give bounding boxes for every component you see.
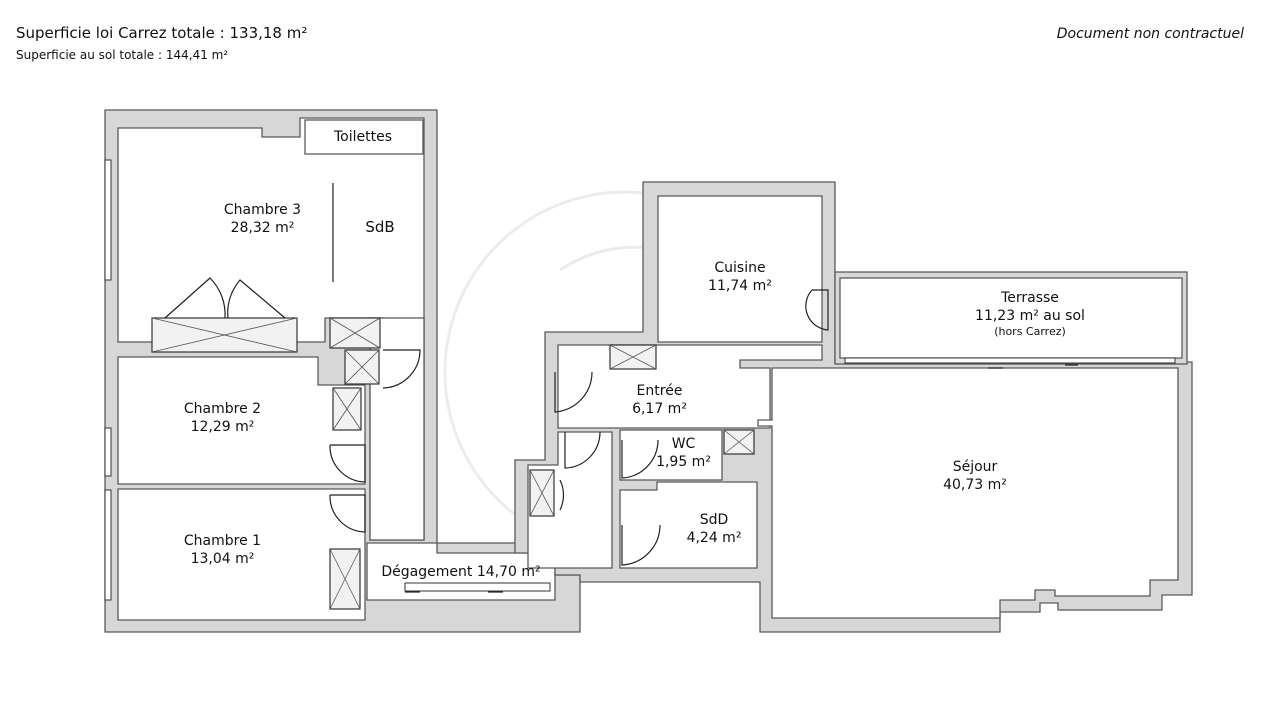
cuisine-name: Cuisine (714, 260, 766, 276)
sejour-name: Séjour (952, 459, 998, 475)
label-sdd: SdD 4,24 m² (674, 511, 754, 547)
room-toilettes (304, 119, 424, 155)
room-cuisine (657, 195, 823, 343)
label-wc: WC 1,95 m² (646, 435, 721, 471)
chambre1-name: Chambre 1 (183, 533, 262, 549)
sdd-area: 4,24 m² (686, 530, 742, 547)
terrasse-area (834, 271, 1188, 365)
disclaimer-note: Document non contractuel (1056, 26, 1244, 42)
label-cuisine: Cuisine 11,74 m² (690, 259, 790, 295)
doors (164, 183, 1078, 593)
floor-total-area: Superficie au sol totale : 144,41 m² (16, 48, 229, 62)
chambre3-name: Chambre 3 (223, 202, 302, 218)
label-terrasse: Terrasse 11,23 m² au sol (hors Carrez) (945, 289, 1115, 340)
chambre3-area: 28,32 m² (230, 220, 295, 237)
label-entree: Entrée 6,17 m² (612, 382, 707, 418)
wc-area: 1,95 m² (656, 454, 711, 471)
label-chambre3: Chambre 3 28,32 m² (195, 201, 330, 237)
room-chambre1 (117, 488, 366, 621)
left-wing (104, 109, 581, 633)
room-chambre2 (117, 356, 366, 485)
entree-name: Entrée (636, 383, 683, 399)
label-sdb: SdB (350, 218, 410, 238)
terrasse-note: (hors Carrez) (994, 325, 1066, 339)
room-sejour (757, 367, 1179, 619)
right-wing (514, 181, 1193, 633)
sejour-area: 40,73 m² (943, 477, 1007, 494)
label-sejour: Séjour 40,73 m² (925, 458, 1025, 494)
degagement-name: Dégagement 14,70 m² (381, 564, 541, 580)
sdb-name: SdB (365, 218, 395, 236)
wc-name: WC (671, 436, 696, 452)
terrasse-area: 11,23 m² au sol (975, 308, 1085, 325)
entree-area: 6,17 m² (632, 401, 687, 418)
toilettes-name: Toilettes (333, 129, 393, 145)
label-chambre1: Chambre 1 13,04 m² (160, 532, 285, 568)
sdd-name: SdD (699, 512, 729, 528)
cuisine-area: 11,74 m² (708, 278, 772, 295)
closets (151, 317, 755, 610)
label-degagement: Dégagement 14,70 m² (366, 563, 556, 581)
label-toilettes: Toilettes (318, 128, 408, 146)
windows (104, 159, 1176, 601)
carrez-total-area: Superficie loi Carrez totale : 133,18 m² (16, 24, 308, 42)
room-wc (619, 429, 723, 481)
chambre2-name: Chambre 2 (183, 401, 262, 417)
terrasse-name: Terrasse (1001, 290, 1059, 306)
chambre1-area: 13,04 m² (190, 551, 255, 568)
label-chambre2: Chambre 2 12,29 m² (160, 400, 285, 436)
chambre2-area: 12,29 m² (190, 419, 255, 436)
